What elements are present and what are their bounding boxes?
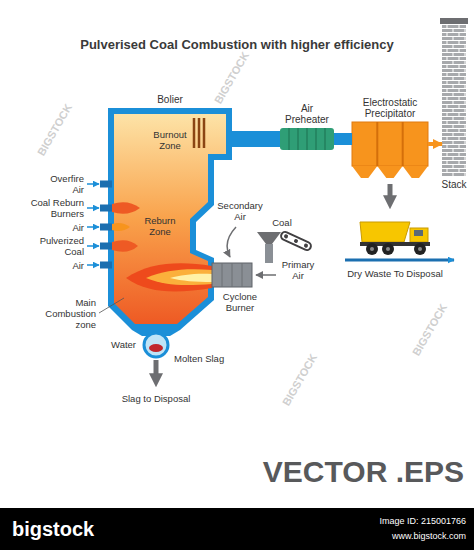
air-preheater-drawing: [280, 128, 334, 150]
image-id: Image ID: 215001766: [379, 516, 466, 527]
input-label: Coal Reburn Burners: [24, 197, 84, 219]
input-label: Secondary Air: [214, 200, 266, 222]
boiler-label: Bolier: [130, 94, 210, 105]
input-label: Air: [54, 222, 84, 233]
input-label: Pulverized Coal: [26, 235, 84, 257]
input-label: Coal: [267, 217, 297, 228]
duct-connector: [232, 131, 280, 147]
output-label: Slag to Disposal: [101, 393, 211, 404]
output-label: Dry Waste To Disposal: [330, 268, 460, 279]
watermark: VECTOR .EPS: [234, 455, 464, 489]
part-label: Electrostatic Precipitator: [353, 97, 427, 119]
duct-connector: [428, 142, 442, 146]
duct-connector: [334, 133, 352, 145]
zone-label: Burnout Zone: [147, 129, 193, 151]
boiler-drawing: [108, 108, 232, 376]
precipitator: Electrostatic Precipitator: [352, 122, 428, 166]
watermark: BIGSTOCK: [36, 102, 74, 158]
stack-drawing: [440, 18, 468, 176]
footer-band: bigstock Image ID: 215001766 www.bigstock.…: [0, 508, 474, 550]
zone-label: Main Combustion zone: [34, 297, 96, 330]
part-label: Water: [96, 339, 136, 350]
site-url: www.bigstock.com: [392, 531, 466, 542]
input-label: Primary Air: [278, 259, 318, 281]
dump-truck: [345, 222, 454, 260]
leader-line: [99, 298, 124, 313]
air-preheater: Air Preheater: [280, 128, 334, 150]
zone-label: Reburn Zone: [139, 215, 181, 237]
watermark: BIGSTOCK: [411, 302, 449, 358]
brand-logo: bigstock: [12, 518, 94, 540]
part-label: Molten Slag: [174, 353, 238, 364]
watermark: BIGSTOCK: [213, 50, 251, 106]
watermark: BIGSTOCK: [281, 352, 319, 408]
input-label: Overfire Air: [42, 173, 84, 195]
stack: Stack: [442, 22, 466, 176]
air-inlet: [87, 181, 112, 269]
precipitator-drawing: [352, 122, 428, 198]
part-label: Air Preheater: [282, 103, 332, 125]
input-label: Air: [54, 260, 84, 271]
diagram-title: Pulverised Coal Combustion with higher e…: [0, 37, 474, 52]
part-label: Stack: [437, 179, 471, 190]
part-label: Cyclone Burner: [217, 291, 263, 313]
